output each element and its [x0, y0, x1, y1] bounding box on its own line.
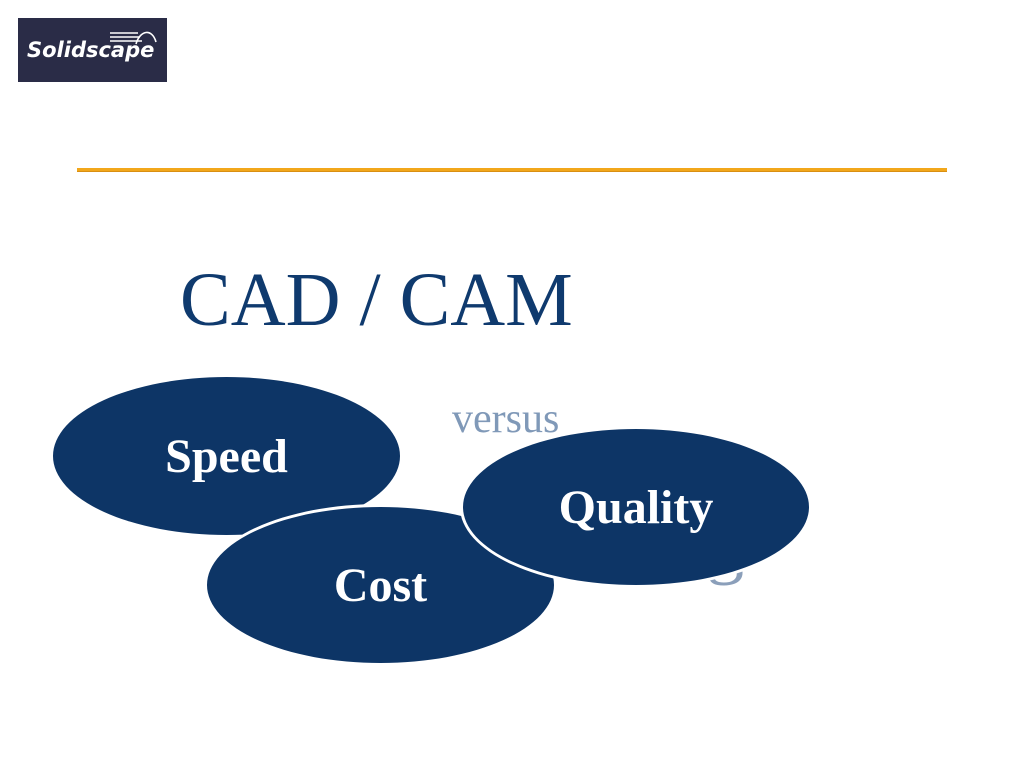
versus-text: versus: [452, 396, 560, 442]
header-divider: [77, 168, 947, 172]
cost-label: Cost: [333, 558, 428, 612]
slide-title: CAD / CAM: [180, 258, 573, 342]
speed-label: Speed: [165, 429, 288, 483]
quality-ellipse: Quality: [460, 426, 812, 588]
logo-graphic: Solidscape: [27, 31, 157, 62]
solidscape-logo: Solidscape: [18, 18, 167, 82]
logo-text: Solidscape: [27, 38, 154, 62]
logo-swoosh-icon: [110, 31, 157, 45]
quality-label: Quality: [558, 480, 714, 534]
